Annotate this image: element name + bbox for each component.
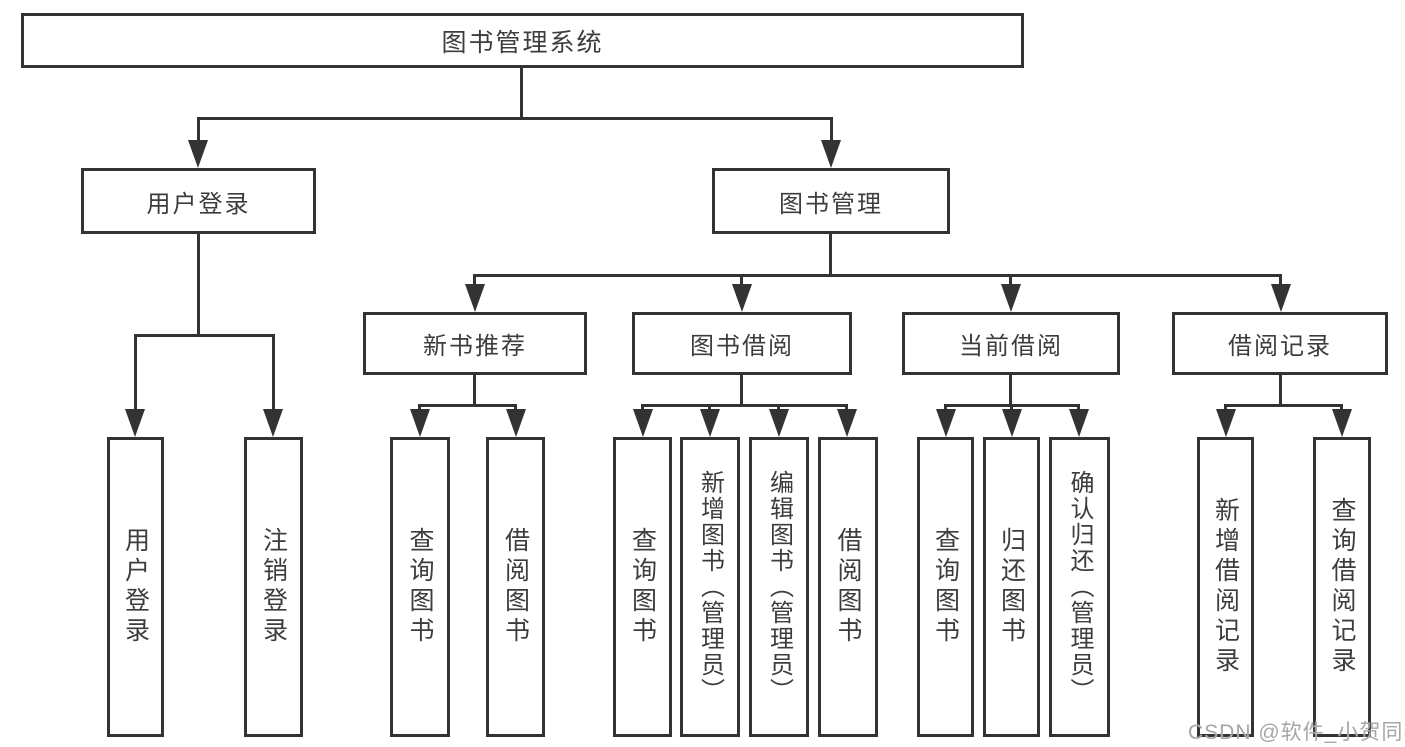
arrow-down-icon xyxy=(1271,284,1291,312)
arrow-down-icon xyxy=(732,284,752,312)
arrow-down-icon xyxy=(125,409,145,437)
leaf-borrow-books: 借阅图书 xyxy=(818,437,878,737)
leaf-query-books: 查询图书 xyxy=(390,437,450,737)
leaf-query-books: 查询图书 xyxy=(917,437,974,737)
leaf-query-books: 查询图书 xyxy=(613,437,672,737)
arrow-down-icon xyxy=(837,409,857,437)
leaf-add-borrow-record: 新增借阅记录 xyxy=(1197,437,1254,737)
connector-drop xyxy=(830,117,833,145)
connector-login-stub xyxy=(197,234,200,337)
arrow-down-icon xyxy=(1216,409,1236,437)
leaf-borrow-books: 借阅图书 xyxy=(486,437,545,737)
node-book-borrowing: 图书借阅 xyxy=(632,312,852,375)
arrow-down-icon xyxy=(263,409,283,437)
csdn-watermark: CSDN @软件_小贺同学 xyxy=(1188,721,1405,744)
connector-drop xyxy=(740,274,743,288)
connector-drop xyxy=(1009,274,1012,288)
node-library-management-system: 图书管理系统 xyxy=(21,13,1024,68)
connector-his-stub xyxy=(1279,375,1282,407)
connector-drop xyxy=(1279,274,1282,288)
arrow-down-icon xyxy=(936,409,956,437)
leaf-edit-books-admin: 编辑图书（管理员） xyxy=(749,437,809,737)
arrow-down-icon xyxy=(465,284,485,312)
connector-rec-stub xyxy=(473,375,476,407)
arrow-down-icon xyxy=(410,409,430,437)
arrow-down-icon xyxy=(700,409,720,437)
leaf-add-books-admin: 新增图书（管理员） xyxy=(680,437,740,737)
connector-his-rail xyxy=(1224,404,1343,407)
leaf-return-books: 归还图书 xyxy=(983,437,1040,737)
arrow-down-icon xyxy=(1001,284,1021,312)
arrow-down-icon xyxy=(633,409,653,437)
connector-drop xyxy=(473,274,476,288)
arrow-down-icon xyxy=(821,140,841,168)
leaf-user-login: 用户登录 xyxy=(107,437,164,737)
arrow-down-icon xyxy=(769,409,789,437)
connector-drop xyxy=(134,334,137,412)
leaf-query-borrow-record: 查询借阅记录 xyxy=(1313,437,1371,737)
connector-mgmt-stub xyxy=(829,234,832,277)
connector-level2-rail xyxy=(197,117,833,120)
node-user-login: 用户登录 xyxy=(81,168,316,234)
connector-drop xyxy=(197,117,200,145)
arrow-down-icon xyxy=(1002,409,1022,437)
node-book-management: 图书管理 xyxy=(712,168,950,234)
connector-drop xyxy=(272,334,275,412)
connector-rec-rail xyxy=(418,404,517,407)
arrow-down-icon xyxy=(188,140,208,168)
connector-level3-rail xyxy=(473,274,1282,277)
leaf-logout: 注销登录 xyxy=(244,437,303,737)
connector-login-rail xyxy=(134,334,275,337)
connector-root-stub xyxy=(520,68,523,120)
arrow-down-icon xyxy=(1069,409,1089,437)
node-borrowing-records: 借阅记录 xyxy=(1172,312,1388,375)
node-current-borrowing: 当前借阅 xyxy=(902,312,1120,375)
arrow-down-icon xyxy=(506,409,526,437)
connector-bor-rail xyxy=(641,404,848,407)
connector-bor-stub xyxy=(740,375,743,407)
connector-cur-stub xyxy=(1009,375,1012,407)
node-new-book-recommendation: 新书推荐 xyxy=(363,312,587,375)
leaf-confirm-return-admin: 确认归还（管理员） xyxy=(1049,437,1110,737)
arrow-down-icon xyxy=(1332,409,1352,437)
